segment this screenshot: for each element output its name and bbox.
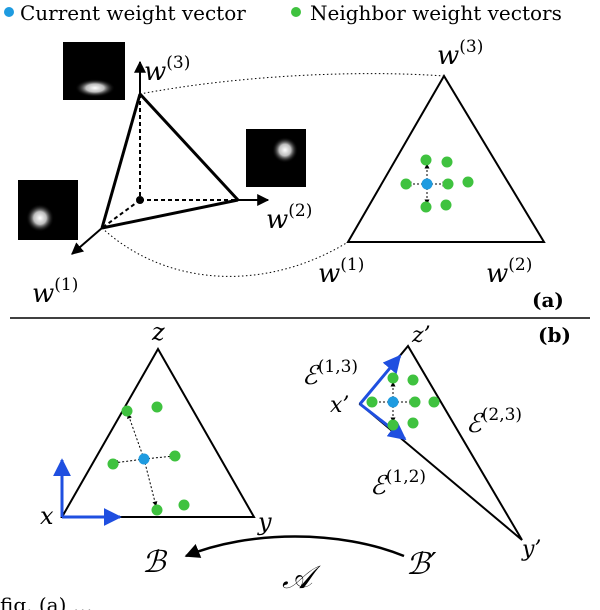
- neighbor-dot: [387, 372, 399, 384]
- w2-label-3d: w(2): [266, 201, 312, 235]
- neighbor-dot: [440, 199, 452, 211]
- neighbor-dot: [169, 450, 181, 462]
- neighbor-dot: [400, 178, 412, 190]
- yp-label: y’: [521, 537, 541, 562]
- current-dot: [138, 453, 150, 465]
- A-label: 𝒜: [282, 558, 321, 596]
- neighborhood-b-right: [366, 372, 440, 431]
- simplex-3d: [71, 60, 270, 255]
- neighbor-dot: [442, 178, 454, 190]
- w1-label-2d: w(1): [318, 255, 364, 289]
- neighbor-dot: [178, 499, 190, 511]
- simplex-2d: [346, 74, 546, 243]
- legend-neighbor-dot: [291, 7, 301, 17]
- w2-label-2d: w(2): [486, 255, 532, 289]
- thumbnail-w3: [63, 42, 125, 100]
- w3-label-3d: w(3): [144, 53, 190, 87]
- mapping-arrow: [184, 535, 405, 558]
- neighbor-dot: [409, 396, 421, 408]
- x-label: x: [40, 502, 54, 530]
- e12-label: ℰ(1,2): [370, 467, 426, 501]
- e13-label: ℰ(1,3): [302, 357, 358, 391]
- neighbor-dot: [420, 201, 432, 213]
- w3-label-2d: w(3): [437, 37, 483, 71]
- thumbnail-w2: [246, 129, 306, 187]
- neighbor-dot: [121, 405, 133, 417]
- basis-e12: [359, 402, 407, 441]
- triangle-B: [60, 346, 256, 518]
- w1-label-3d: w(1): [32, 275, 78, 309]
- basis-e13: [358, 354, 402, 405]
- panel-b-label: (b): [538, 323, 571, 347]
- current-dot: [387, 396, 399, 408]
- neighbor-dot: [462, 176, 474, 188]
- z-label: z: [151, 318, 165, 346]
- current-dot: [421, 178, 433, 190]
- caption: fig. (a) …: [0, 593, 93, 610]
- thumbnail-w1: [18, 180, 78, 240]
- neighbor-dot: [407, 374, 419, 386]
- y-label: y: [257, 508, 272, 536]
- neighbor-dot: [428, 396, 440, 408]
- e23-label: ℰ(2,3): [466, 405, 522, 439]
- neighborhood-a: [400, 154, 474, 213]
- neighbor-dot: [387, 419, 399, 431]
- neighbor-dot: [407, 417, 419, 429]
- neighborhood-b-left: [107, 401, 190, 516]
- Bp-label: ℬ′: [406, 547, 437, 582]
- zp-label: z’: [411, 323, 431, 348]
- legend: Current weight vector Neighbor weight ve…: [4, 1, 562, 25]
- panel-a-label: (a): [532, 288, 564, 312]
- connector-top: [139, 73, 445, 95]
- panel-b: (b) z x y z’ x’ y’: [40, 318, 571, 596]
- neighbor-dot: [107, 458, 119, 470]
- neighbor-dot: [420, 154, 432, 166]
- neighbor-dot: [151, 504, 163, 516]
- connector-bottom: [101, 227, 349, 277]
- neighbor-dot: [366, 396, 378, 408]
- B-label: ℬ: [142, 545, 168, 580]
- xp-label: x’: [330, 393, 349, 418]
- neighbor-dot: [441, 156, 453, 168]
- legend-neighbor-label: Neighbor weight vectors: [310, 1, 562, 25]
- neighbor-dot: [151, 401, 163, 413]
- legend-current-label: Current weight vector: [20, 1, 246, 25]
- legend-current-dot: [4, 7, 14, 17]
- panel-a: w(3) w(2) w(1) w(3) w(1) w(2) (a): [18, 37, 564, 312]
